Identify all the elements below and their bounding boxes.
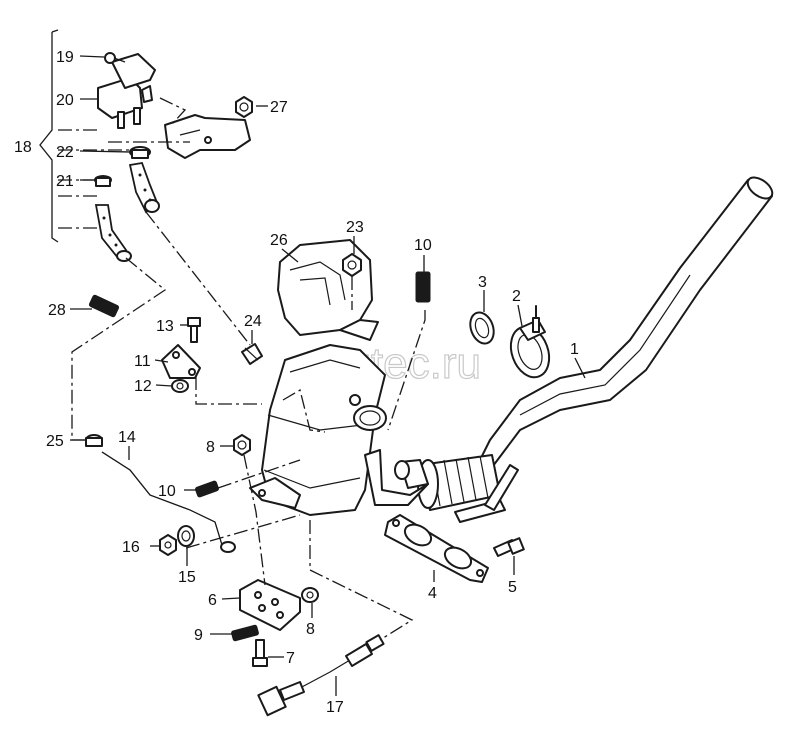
flange-gasket[interactable] bbox=[384, 514, 489, 583]
callout-13: 13 bbox=[156, 318, 174, 335]
hose-upper[interactable] bbox=[128, 161, 160, 214]
pressure-sensor[interactable] bbox=[97, 53, 156, 129]
callout-17: 17 bbox=[326, 699, 344, 716]
stud-28[interactable] bbox=[88, 294, 120, 318]
pipe-clamp[interactable] bbox=[504, 305, 556, 383]
bolt-7[interactable] bbox=[252, 639, 268, 667]
callout-20: 20 bbox=[56, 92, 74, 109]
callout-3: 3 bbox=[478, 274, 487, 291]
callout-labels: 19 20 27 18 22 21 26 23 10 3 2 28 13 24 … bbox=[14, 49, 579, 716]
hose-lower[interactable] bbox=[94, 204, 132, 262]
nut-8-upper[interactable] bbox=[233, 434, 251, 456]
stud-10-left[interactable] bbox=[195, 480, 219, 498]
callout-8-lower: 8 bbox=[306, 621, 315, 638]
callout-14: 14 bbox=[118, 429, 136, 446]
callout-8-upper: 8 bbox=[206, 439, 215, 456]
callout-10-top: 10 bbox=[414, 237, 432, 254]
nut-12[interactable] bbox=[171, 379, 189, 393]
callout-12: 12 bbox=[134, 378, 152, 395]
pipe-line-14[interactable] bbox=[101, 451, 236, 553]
nut-23[interactable] bbox=[342, 253, 362, 277]
callout-4: 4 bbox=[428, 585, 437, 602]
callout-22: 22 bbox=[56, 144, 74, 161]
callout-2: 2 bbox=[512, 288, 521, 305]
nut-16[interactable] bbox=[159, 534, 177, 556]
callout-1: 1 bbox=[570, 341, 579, 358]
callout-10-left: 10 bbox=[158, 483, 176, 500]
clamp-21[interactable] bbox=[94, 175, 112, 187]
pipe-mount-bar bbox=[454, 464, 519, 523]
clamp-22[interactable] bbox=[129, 146, 151, 159]
callout-6: 6 bbox=[208, 592, 217, 609]
screw-19[interactable] bbox=[104, 52, 126, 64]
clip-24[interactable] bbox=[241, 343, 263, 365]
callout-5: 5 bbox=[508, 579, 517, 596]
exhaust-pipe[interactable] bbox=[474, 173, 776, 471]
callout-9: 9 bbox=[194, 627, 203, 644]
clip-25[interactable] bbox=[85, 434, 103, 447]
bracket-11[interactable] bbox=[161, 344, 201, 379]
converter-bracket bbox=[249, 477, 301, 509]
stud-10-top[interactable] bbox=[415, 271, 431, 303]
callout-23: 23 bbox=[346, 219, 364, 236]
leader-lines bbox=[70, 55, 586, 696]
support-bracket-6[interactable] bbox=[239, 579, 301, 631]
callout-26: 26 bbox=[270, 232, 288, 249]
callout-28: 28 bbox=[48, 302, 66, 319]
callout-16: 16 bbox=[122, 539, 140, 556]
heat-shield[interactable] bbox=[277, 239, 379, 341]
callout-7: 7 bbox=[286, 650, 295, 667]
bolt-13[interactable] bbox=[187, 317, 201, 343]
nut-27[interactable] bbox=[235, 96, 253, 118]
callout-19: 19 bbox=[56, 49, 74, 66]
nut-8-lower[interactable] bbox=[301, 587, 319, 603]
group-bracket-18 bbox=[39, 29, 59, 243]
washer-15[interactable] bbox=[177, 525, 195, 547]
temperature-sensor[interactable] bbox=[257, 634, 385, 717]
callout-24: 24 bbox=[244, 313, 262, 330]
callout-27: 27 bbox=[270, 99, 288, 116]
callout-21: 21 bbox=[56, 173, 74, 190]
callout-15: 15 bbox=[178, 569, 196, 586]
callout-25: 25 bbox=[46, 433, 64, 450]
stud-9[interactable] bbox=[231, 624, 259, 642]
bolt-5[interactable] bbox=[493, 537, 525, 557]
seal-ring[interactable] bbox=[466, 309, 498, 347]
catalytic-converter[interactable] bbox=[261, 344, 429, 516]
sensor-bracket[interactable] bbox=[164, 114, 251, 159]
routing-lines bbox=[58, 97, 426, 641]
callout-18: 18 bbox=[14, 139, 32, 156]
callout-11: 11 bbox=[134, 353, 151, 370]
